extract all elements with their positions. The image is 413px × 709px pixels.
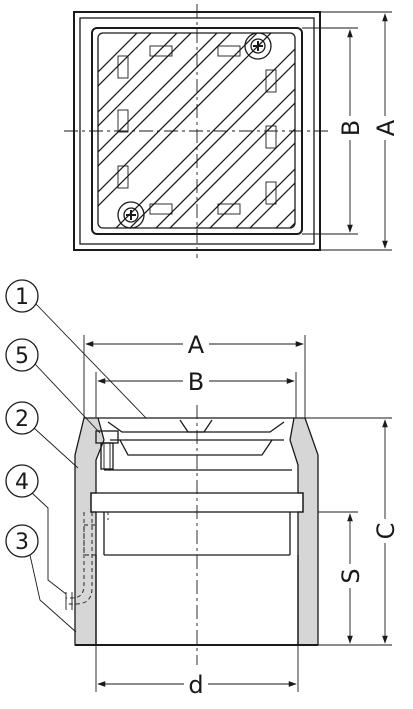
sec-dim-s-label: S	[337, 568, 365, 583]
top-dim-b-label: B	[337, 120, 365, 136]
top-view: A B	[64, 4, 400, 258]
callout-3: 3	[5, 524, 77, 633]
svg-text:4: 4	[15, 470, 29, 495]
callout-5: 5	[5, 338, 101, 434]
svg-text:5: 5	[15, 344, 29, 369]
right-wall-section	[289, 417, 319, 646]
svg-text:1: 1	[15, 285, 29, 310]
svg-text:2: 2	[15, 407, 29, 432]
bolt-top-right	[244, 32, 272, 60]
grate-bars	[98, 33, 295, 228]
sec-dim-c-label: C	[372, 523, 400, 540]
section-view: A B C S d	[65, 331, 400, 699]
callout-2: 2	[5, 401, 79, 469]
adjuster-bracket	[65, 511, 109, 610]
bolt-assembly	[95, 430, 119, 470]
svg-text:3: 3	[15, 530, 29, 555]
callout-4: 4	[5, 464, 67, 595]
sec-dim-a-label: A	[188, 331, 205, 359]
top-dim-a-label: A	[372, 119, 400, 136]
left-wall-section	[74, 417, 105, 646]
sec-dim-d-label: d	[188, 671, 203, 699]
callouts: 1 5 2 4 3	[5, 279, 147, 633]
bolt-bottom-left	[117, 201, 145, 229]
callout-1: 1	[5, 279, 147, 419]
grate-section	[98, 417, 294, 471]
sec-dim-b-label: B	[188, 368, 204, 396]
